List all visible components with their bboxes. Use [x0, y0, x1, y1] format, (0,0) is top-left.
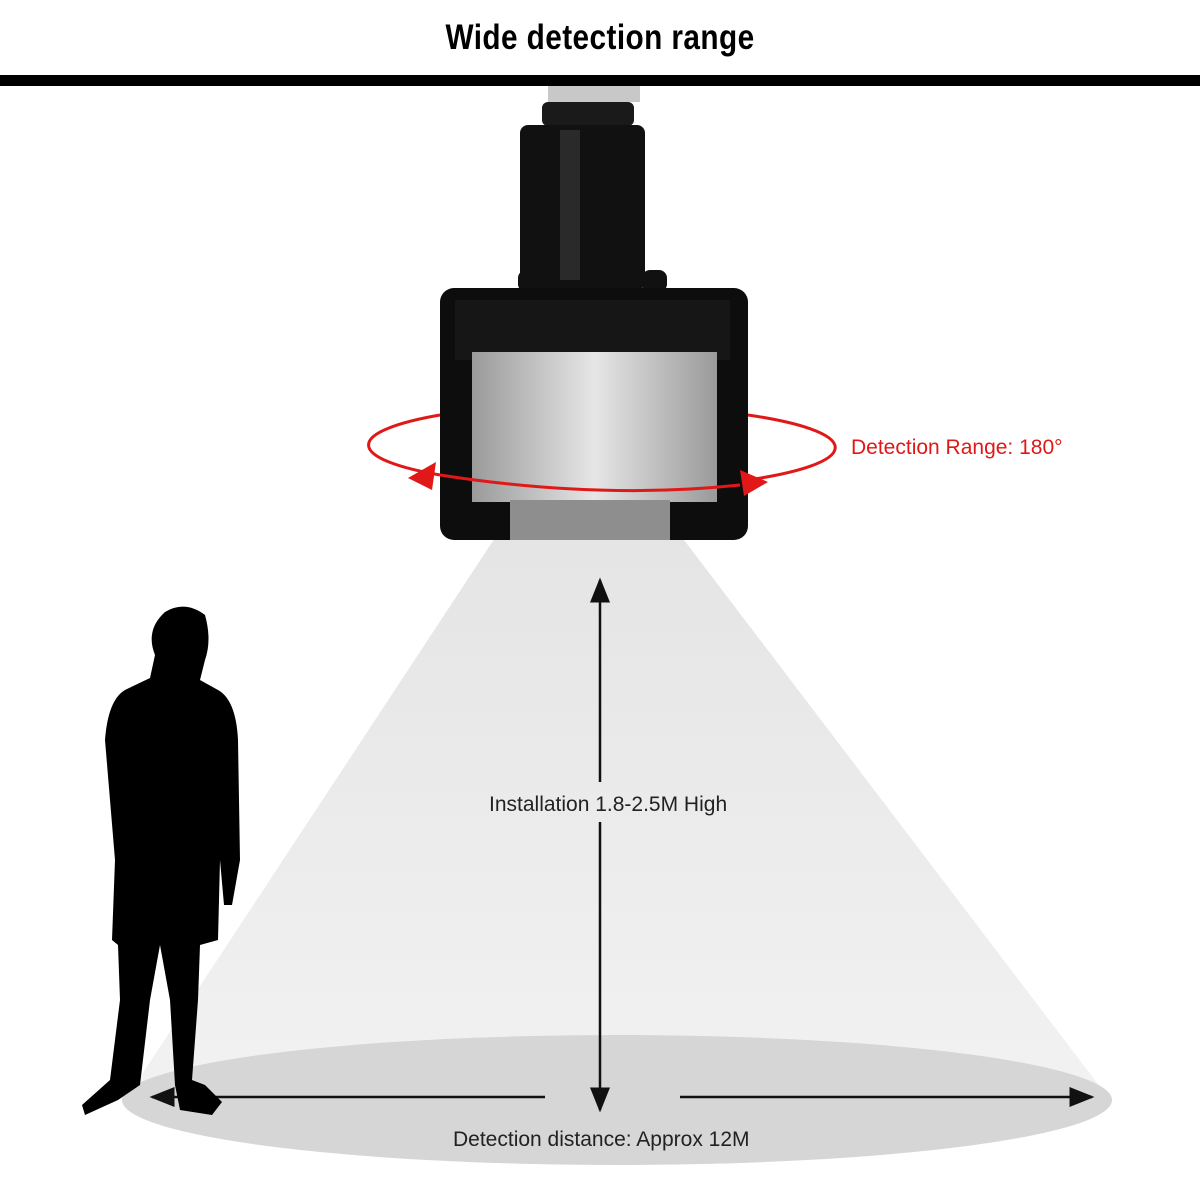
rotation-arrow	[367, 413, 837, 496]
floor-ellipse	[122, 1035, 1112, 1165]
person-silhouette	[82, 606, 240, 1115]
installation-height-label: Installation 1.8-2.5M High	[489, 793, 728, 816]
title-divider	[0, 75, 1200, 86]
motion-sensor	[440, 86, 748, 540]
page-title: Wide detection range	[445, 18, 755, 57]
detection-cone	[125, 515, 1110, 1100]
detection-distance-label: Detection distance: Approx 12M	[453, 1128, 750, 1151]
detection-range-label: Detection Range: 180°	[851, 436, 1063, 459]
